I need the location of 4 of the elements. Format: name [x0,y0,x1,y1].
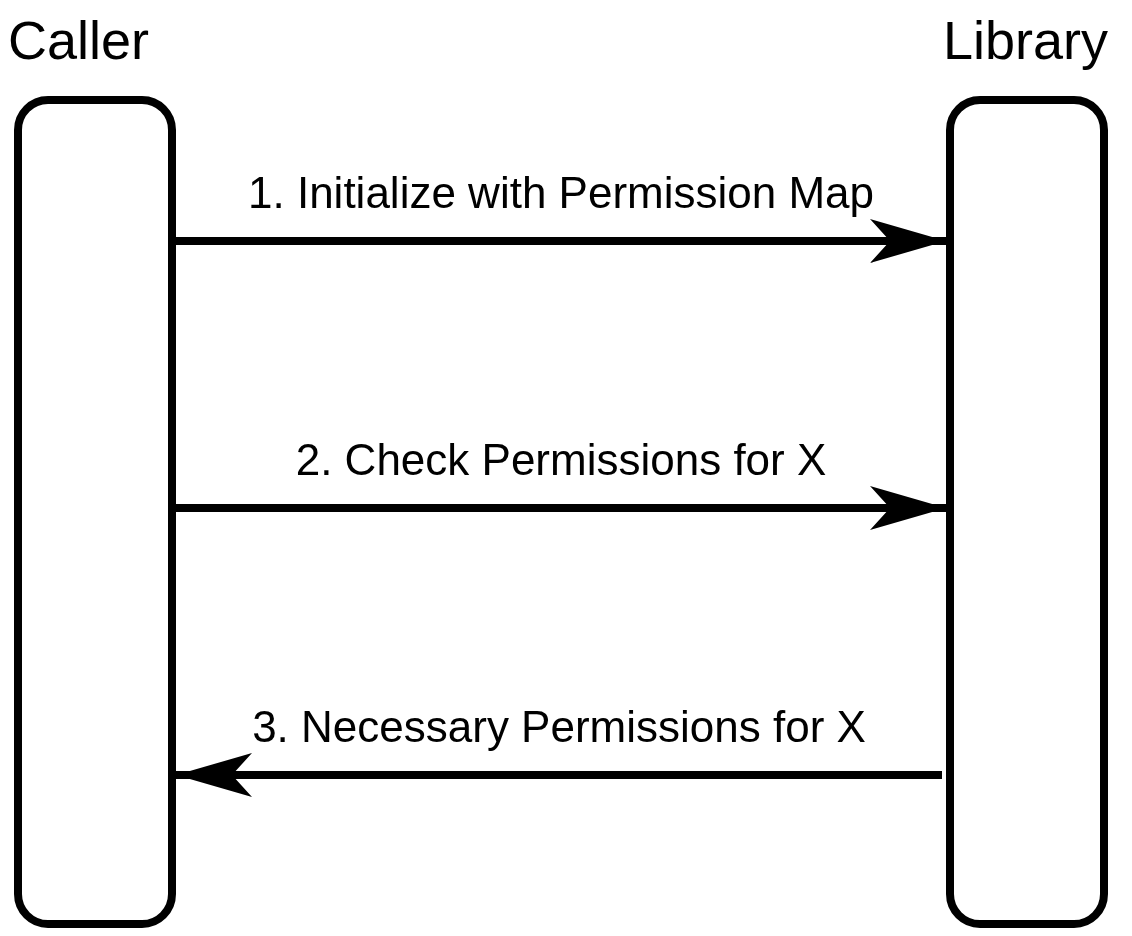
arrow [176,486,946,530]
participant-name: Library [942,9,1108,72]
arrow [176,219,946,263]
participant-name: Caller [8,9,150,72]
